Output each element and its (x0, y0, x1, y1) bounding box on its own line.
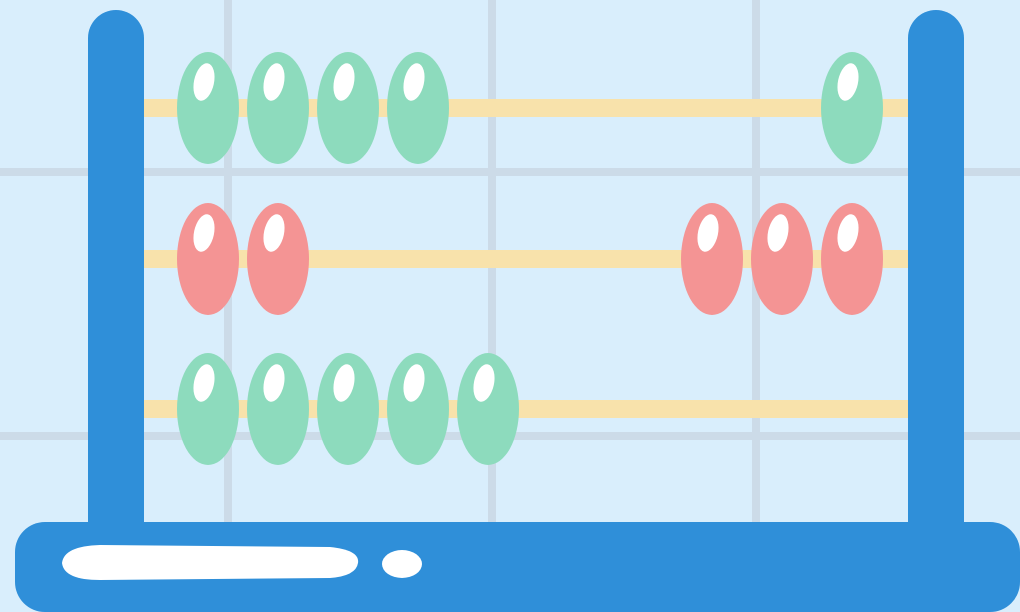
base-highlight-dot (382, 550, 422, 578)
bead-shine (263, 63, 285, 101)
bead-shine (403, 63, 425, 101)
bead-shine (333, 63, 355, 101)
bead-shine (263, 214, 285, 252)
bead-body (317, 52, 379, 164)
bead-shine (837, 63, 859, 101)
bead-row3-left-5 (457, 353, 519, 465)
bead-shine (697, 214, 719, 252)
bead-shine (767, 214, 789, 252)
bead-row2-right-1 (681, 203, 743, 315)
bead-body (751, 203, 813, 315)
frame-posts (88, 10, 964, 550)
bead-row1-right-1 (821, 52, 883, 164)
grid-line-horizontal-1 (0, 168, 1020, 176)
bead-body (457, 353, 519, 465)
base-bar (15, 522, 1020, 612)
bead-body (177, 203, 239, 315)
bead-shine (403, 364, 425, 402)
grid-line-vertical-3 (752, 0, 760, 612)
beads (177, 52, 883, 465)
bead-body (177, 353, 239, 465)
bead-body (387, 353, 449, 465)
grid-line-vertical-2 (488, 0, 496, 612)
bead-row1-left-2 (247, 52, 309, 164)
bead-shine (333, 364, 355, 402)
bead-row3-left-4 (387, 353, 449, 465)
bead-shine (837, 214, 859, 252)
base-highlight-long (62, 545, 359, 580)
bead-body (247, 353, 309, 465)
bead-body (387, 52, 449, 164)
bead-row2-left-1 (177, 203, 239, 315)
bead-body (247, 203, 309, 315)
bead-body (177, 52, 239, 164)
grid-line-vertical-1 (224, 0, 232, 612)
frame-base (15, 522, 1020, 612)
bead-row1-left-1 (177, 52, 239, 164)
bead-body (681, 203, 743, 315)
bead-body (247, 52, 309, 164)
bead-shine (473, 364, 495, 402)
bead-row3-left-1 (177, 353, 239, 465)
bead-row2-right-2 (751, 203, 813, 315)
bead-body (821, 203, 883, 315)
bead-shine (193, 364, 215, 402)
bead-body (821, 52, 883, 164)
bead-shine (193, 63, 215, 101)
bead-shine (193, 214, 215, 252)
bead-row3-left-2 (247, 353, 309, 465)
right-post (908, 10, 964, 550)
bead-row2-left-2 (247, 203, 309, 315)
bead-body (317, 353, 379, 465)
bead-row2-right-3 (821, 203, 883, 315)
bead-row1-left-4 (387, 52, 449, 164)
bead-row1-left-3 (317, 52, 379, 164)
bead-row3-left-3 (317, 353, 379, 465)
bead-shine (263, 364, 285, 402)
left-post (88, 10, 144, 550)
